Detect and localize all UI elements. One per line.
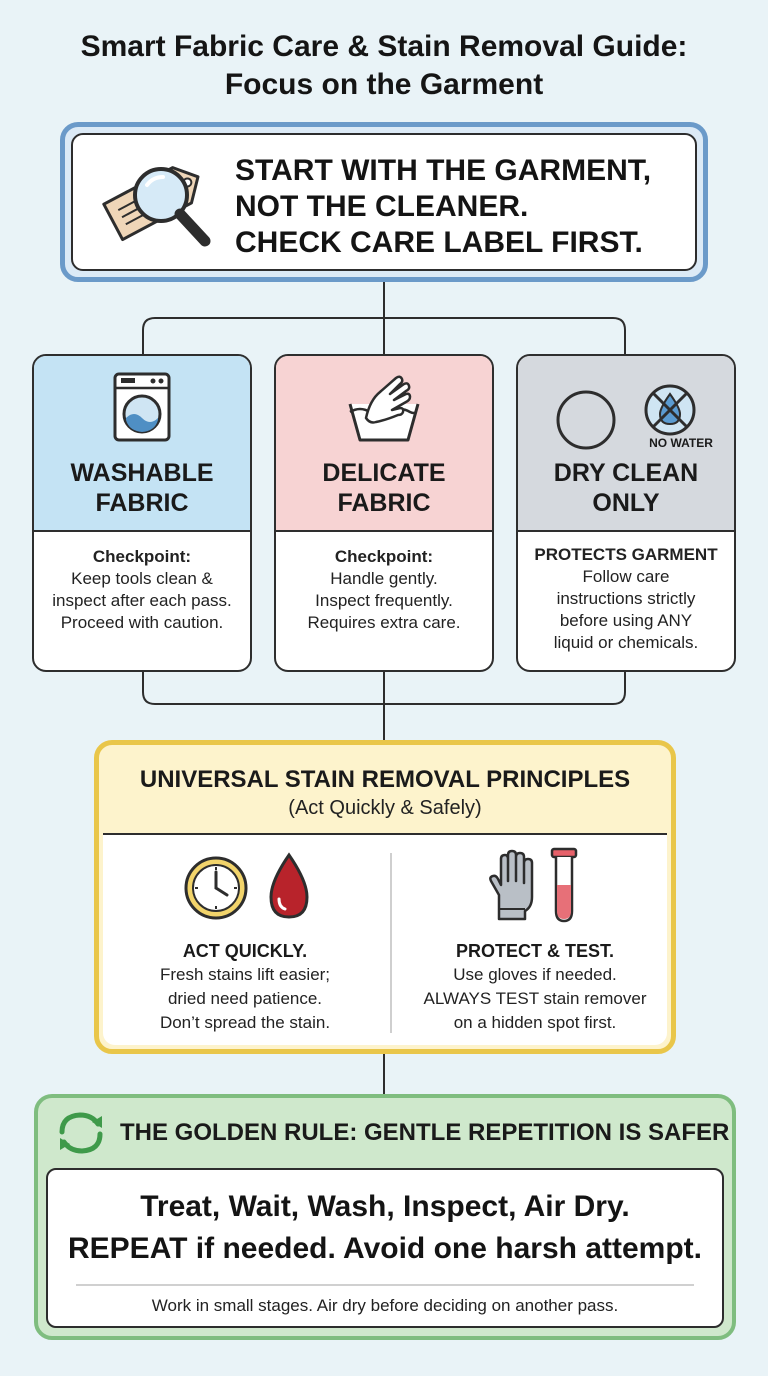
golden-rule-header: THE GOLDEN RULE: GENTLE REPETITION IS SA… [38, 1098, 732, 1168]
title-line-1: Smart Fabric Care & Stain Removal Guide: [80, 30, 688, 63]
act-quickly-line-1: Fresh stains lift easier; [159, 965, 331, 984]
principles-panel: UNIVERSAL STAIN REMOVAL PRINCIPLES (Act … [94, 740, 676, 1054]
principles-header: UNIVERSAL STAIN REMOVAL PRINCIPLES (Act … [103, 749, 667, 833]
washable-line-1: Keep tools clean & [71, 569, 213, 588]
delicate-fabric-body: Checkpoint: Handle gently. Inspect frequ… [276, 532, 492, 634]
act-quickly-column: ACT QUICKLY. Fresh stains lift easier; d… [103, 835, 387, 1045]
care-label-magnifier-icon [91, 141, 221, 259]
page-title: Smart Fabric Care & Stain Removal Guide:… [0, 28, 768, 104]
golden-note: Work in small stages. Air dry before dec… [151, 1296, 619, 1315]
washable-line-3: Proceed with caution. [60, 613, 224, 632]
protect-test-icons [393, 835, 677, 939]
act-quickly-line-3: Don’t spread the stain. [159, 1013, 331, 1032]
start-box: START WITH THE GARMENT, NOT THE CLEANER.… [60, 122, 708, 282]
delicate-line-2: Inspect frequently. [315, 591, 453, 610]
golden-line-1: Treat, Wait, Wash, Inspect, Air Dry. [140, 1190, 630, 1223]
golden-line-2: REPEAT if needed. Avoid one harsh attemp… [68, 1232, 702, 1265]
principles-subtitle: (Act Quickly & Safely) [288, 797, 482, 819]
protect-test-line-1: Use gloves if needed. [453, 965, 617, 984]
glove-icon [489, 849, 534, 921]
stain-drop-icon [269, 852, 309, 919]
start-line-1: START WITH THE GARMENT, [235, 154, 652, 187]
dry-clean-line-1: Follow care [582, 567, 670, 586]
delicate-fabric-card: DELICATE FABRIC Checkpoint: Handle gentl… [274, 354, 494, 672]
clock-icon [184, 856, 248, 920]
washable-title-line-1: WASHABLE [70, 459, 214, 487]
washable-title-line-2: FABRIC [95, 489, 189, 517]
dry-clean-title: DRY CLEAN ONLY [518, 458, 734, 518]
washable-fabric-title: WASHABLE FABRIC [34, 458, 250, 518]
principles-title: UNIVERSAL STAIN REMOVAL PRINCIPLES [139, 766, 631, 793]
dry-clean-title-line-2: ONLY [592, 489, 660, 517]
no-water-label: NO WATER [649, 436, 713, 450]
act-quickly-line-2: dried need patience. [167, 989, 323, 1008]
washable-fabric-card: WASHABLE FABRIC Checkpoint: Keep tools c… [32, 354, 252, 672]
dry-clean-header: NO WATER DRY CLEAN ONLY [518, 356, 734, 532]
golden-divider [76, 1284, 694, 1286]
dry-clean-line-4: liquid or chemicals. [553, 633, 699, 652]
start-box-inner: START WITH THE GARMENT, NOT THE CLEANER.… [71, 133, 697, 271]
delicate-fabric-title: DELICATE FABRIC [276, 458, 492, 518]
protect-test-column: PROTECT & TEST. Use gloves if needed. AL… [393, 835, 677, 1045]
act-quickly-title: ACT QUICKLY. [182, 941, 308, 961]
delicate-title-line-1: DELICATE [322, 459, 446, 487]
no-water-icon [644, 384, 696, 436]
delicate-line-1: Handle gently. [330, 569, 438, 588]
washable-fabric-header: WASHABLE FABRIC [34, 356, 250, 532]
start-message: START WITH THE GARMENT, NOT THE CLEANER.… [235, 153, 695, 261]
washable-fabric-body: Checkpoint: Keep tools clean & inspect a… [34, 532, 250, 634]
dry-clean-line-2: instructions strictly [556, 589, 696, 608]
dry-clean-line-3: before using ANY [559, 611, 693, 630]
hand-wash-icon [276, 370, 492, 450]
delicate-fabric-header: DELICATE FABRIC [276, 356, 492, 532]
golden-rule-panel: THE GOLDEN RULE: GENTLE REPETITION IS SA… [34, 1094, 736, 1340]
delicate-line-3: Requires extra care. [307, 613, 461, 632]
golden-rule-message: Treat, Wait, Wash, Inspect, Air Dry. REP… [48, 1170, 722, 1270]
dry-clean-checkpoint-label: PROTECTS GARMENT [534, 545, 718, 564]
refresh-cycle-icon [54, 1110, 108, 1156]
delicate-title-line-2: FABRIC [337, 489, 431, 517]
title-line-2: Focus on the Garment [224, 68, 544, 101]
dry-clean-card: NO WATER DRY CLEAN ONLY PROTECTS GARMENT… [516, 354, 736, 672]
start-line-3: CHECK CARE LABEL FIRST. [235, 226, 643, 259]
washable-line-2: inspect after each pass. [52, 591, 232, 610]
test-tube-icon [550, 847, 578, 923]
washing-machine-icon [34, 370, 250, 450]
golden-rule-title: THE GOLDEN RULE: GENTLE REPETITION IS SA… [120, 1119, 730, 1146]
dry-clean-circle-icon [556, 390, 616, 450]
principles-body: ACT QUICKLY. Fresh stains lift easier; d… [103, 833, 667, 1045]
start-line-2: NOT THE CLEANER. [235, 190, 529, 223]
washable-checkpoint-label: Checkpoint: [92, 547, 192, 566]
golden-rule-body: Treat, Wait, Wash, Inspect, Air Dry. REP… [46, 1168, 724, 1328]
act-quickly-icons [103, 835, 387, 939]
dry-clean-body: PROTECTS GARMENT Follow care instruction… [518, 532, 734, 654]
dry-clean-title-line-1: DRY CLEAN [553, 459, 699, 487]
protect-test-line-3: on a hidden spot first. [453, 1013, 617, 1032]
delicate-checkpoint-label: Checkpoint: [334, 547, 434, 566]
protect-test-title: PROTECT & TEST. [455, 941, 614, 961]
principles-divider [390, 853, 392, 1033]
protect-test-line-2: ALWAYS TEST stain remover [423, 989, 647, 1008]
